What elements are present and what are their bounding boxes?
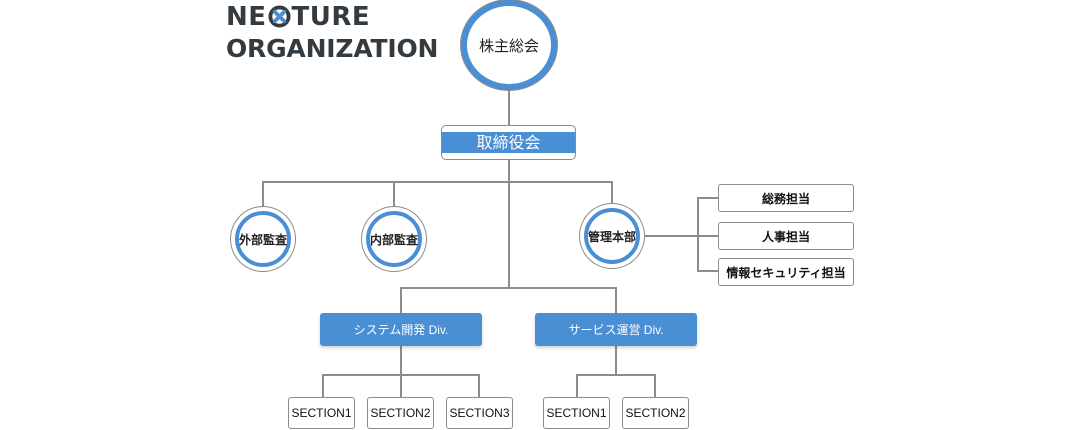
- management-label: 管理本部: [588, 229, 637, 244]
- division-label: システム開発 Div.: [353, 323, 449, 337]
- division-system-dev: システム開発 Div.: [320, 313, 482, 346]
- external-audit-node: 外部監査: [235, 211, 291, 267]
- management-unit-hr: 人事担当: [718, 222, 854, 250]
- section-label: SECTION1: [546, 406, 607, 420]
- management-unit-label: 人事担当: [761, 229, 810, 244]
- management-unit-label: 総務担当: [761, 191, 810, 206]
- logo-line1: NE TURE: [226, 4, 370, 30]
- section-node: SECTION3: [446, 397, 513, 429]
- shareholders-node: 株主総会: [461, 0, 557, 90]
- board-label: 取締役会: [476, 135, 541, 152]
- section-label: SECTION1: [291, 406, 352, 420]
- x-circle-logo-icon: [268, 5, 291, 28]
- internal-audit-node: 内部監査: [366, 211, 422, 267]
- management-unit-label: 情報セキュリティ担当: [726, 265, 846, 280]
- management-node: 管理本部: [584, 208, 640, 264]
- logo-text-end: TURE: [291, 2, 371, 32]
- logo-text-start: NE: [226, 2, 267, 32]
- division-label: サービス運営 Div.: [568, 323, 664, 337]
- division-service-ops: サービス運営 Div.: [535, 313, 697, 346]
- logo-line2: ORGANIZATION: [226, 34, 439, 63]
- management-unit-general-affairs: 総務担当: [718, 184, 854, 212]
- section-node: SECTION1: [543, 397, 610, 429]
- external-audit-label: 外部監査: [239, 232, 288, 247]
- section-label: SECTION2: [370, 406, 431, 420]
- management-unit-infosec: 情報セキュリティ担当: [718, 258, 854, 286]
- shareholders-label: 株主総会: [478, 37, 539, 55]
- section-node: SECTION2: [622, 397, 689, 429]
- section-node: SECTION1: [288, 397, 355, 429]
- section-node: SECTION2: [367, 397, 434, 429]
- internal-audit-label: 内部監査: [370, 232, 419, 247]
- section-label: SECTION3: [449, 406, 510, 420]
- section-label: SECTION2: [625, 406, 686, 420]
- board-node: 取締役会: [441, 125, 576, 160]
